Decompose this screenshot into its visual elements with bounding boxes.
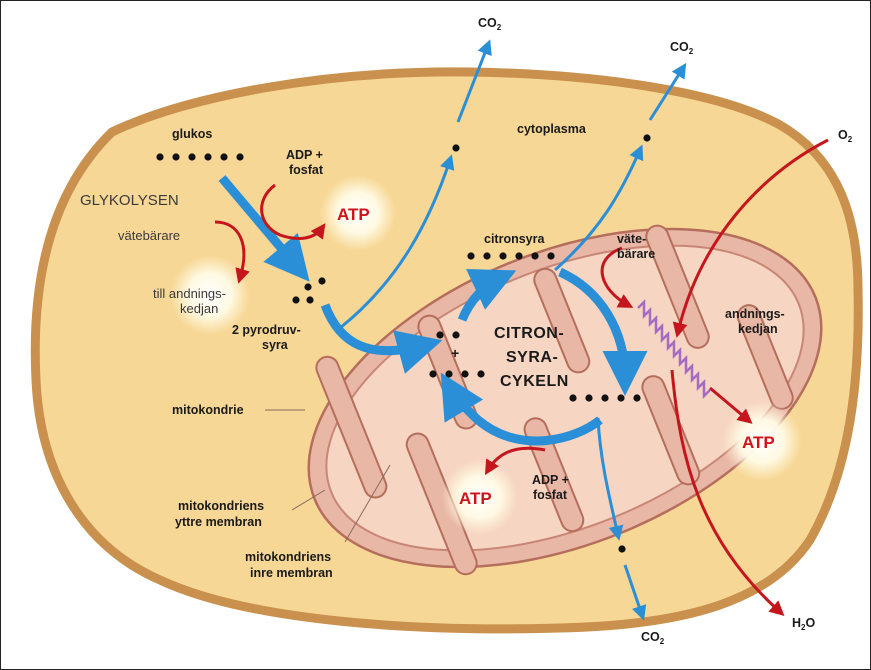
molecule-dots (156, 134, 651, 553)
label-till-andning-b: kedjan (180, 301, 218, 316)
atp-glow-1 (320, 175, 396, 251)
label-adp-1b: fosfat (289, 163, 324, 177)
label-vatebarare-2a: väte- (617, 232, 646, 246)
label-inre-b: inre membran (250, 566, 333, 580)
label-mitokondrie: mitokondrie (172, 403, 244, 417)
label-co2-2: CO2 (670, 40, 694, 56)
label-vatebarare-1: vätebärare (118, 228, 180, 243)
glycolysis-arrow (218, 175, 310, 282)
label-citron-b: SYRA- (506, 349, 558, 366)
leader-lines (265, 409, 391, 543)
label-till-andning-a: till andnings- (153, 286, 226, 301)
label-andnings-a: andnings- (725, 307, 785, 321)
label-yttre-b: yttre membran (175, 515, 262, 529)
label-citron-a: CITRON- (494, 325, 564, 342)
pyruvate-arrow (320, 303, 443, 374)
label-vatebarare-2b: bärare (617, 247, 655, 261)
label-adp-1a: ADP + (286, 148, 323, 162)
atp-label-1: ATP (337, 205, 370, 224)
label-adp-2a: ADP + (532, 473, 569, 487)
label-citron-c: CYKELN (500, 373, 569, 390)
label-cytoplasma: cytoplasma (517, 122, 587, 136)
label-citronsyra: citronsyra (484, 232, 545, 246)
label-pyrodruv-a: 2 pyrodruv- (232, 323, 301, 337)
label-h2o: H2O (792, 616, 815, 632)
citric-acid-cycle-arrows (440, 267, 648, 446)
co2-arrows (339, 39, 687, 621)
label-plus: + (451, 345, 459, 361)
label-co2-3: CO2 (641, 630, 665, 646)
label-andnings-b: kedjan (738, 322, 778, 336)
hydrogen-glow (170, 255, 250, 335)
atp-glow-2 (442, 459, 518, 535)
atp-label-2: ATP (459, 489, 492, 508)
atp-label-3: ATP (742, 433, 775, 452)
label-pyrodruv-b: syra (262, 338, 289, 352)
respiratory-chain (637, 298, 711, 400)
label-o2: O2 (838, 128, 853, 144)
label-glukos: glukos (172, 127, 212, 141)
label-inre-a: mitokondriens (245, 550, 331, 564)
label-co2-1: CO2 (478, 16, 502, 32)
label-glykolysen: GLYKOLYSEN (80, 192, 179, 209)
label-adp-2b: fosfat (533, 488, 568, 502)
red-arrows (214, 138, 829, 617)
label-yttre-a: mitokondriens (178, 499, 264, 513)
